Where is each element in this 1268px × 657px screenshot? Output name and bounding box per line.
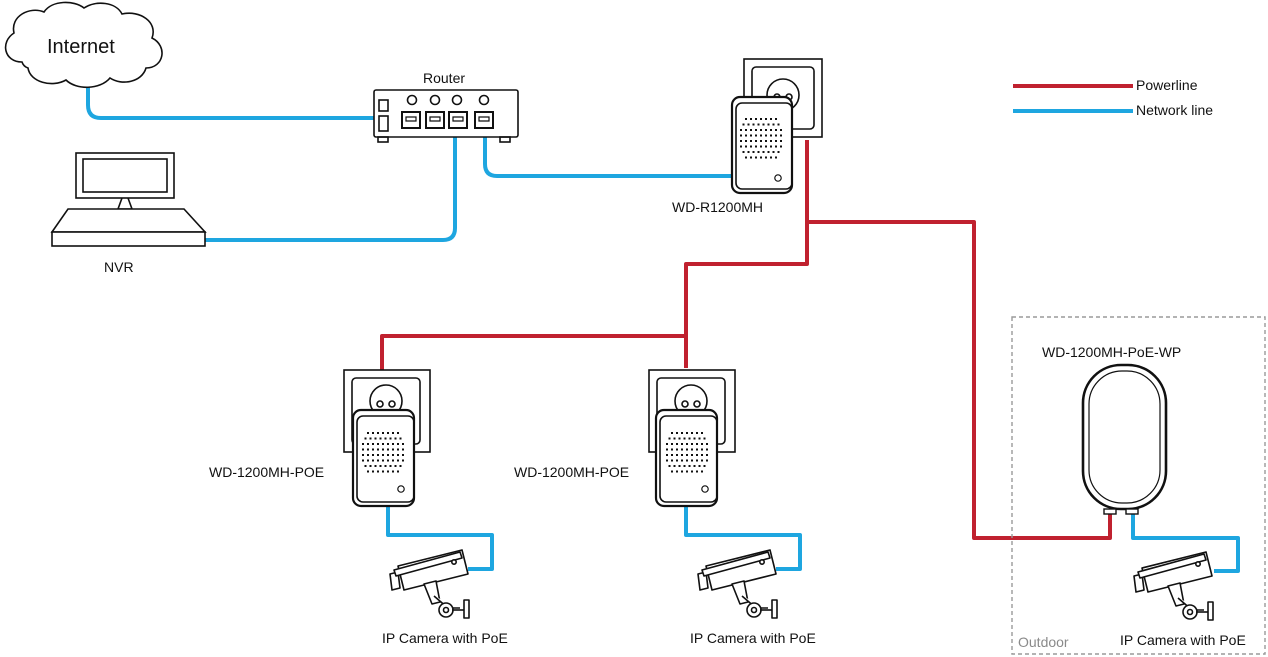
network-line-internet-router bbox=[86, 84, 374, 120]
router-icon bbox=[373, 89, 519, 143]
legend-network-label: Network line bbox=[1136, 102, 1214, 118]
network-line-router-main-adapter bbox=[483, 137, 731, 178]
network-line-router-nvr bbox=[205, 137, 457, 242]
right-ip-camera-icon bbox=[1133, 551, 1214, 621]
outdoor-zone-border bbox=[1011, 316, 1266, 655]
left-poe-adapter-icon bbox=[343, 369, 431, 508]
left-ip-camera-icon bbox=[389, 549, 470, 619]
middle-poe-adapter-vent-icon bbox=[666, 432, 708, 473]
right-camera-label: IP Camera with PoE bbox=[1120, 632, 1246, 648]
left-poe-adapter-label: WD-1200MH-POE bbox=[209, 464, 325, 480]
main-adapter-icon bbox=[730, 58, 823, 195]
left-camera-label: IP Camera with PoE bbox=[382, 630, 508, 646]
network-line-middle-camera bbox=[684, 503, 802, 571]
outdoor-adapter-label: WD-1200MH-PoE-WP bbox=[1042, 344, 1182, 360]
router-label: Router bbox=[423, 70, 466, 86]
outdoor-zone-label: Outdoor bbox=[1018, 634, 1069, 650]
main-adapter-label: WD-R1200MH bbox=[672, 199, 764, 215]
outdoor-adapter-icon bbox=[1081, 363, 1168, 515]
powerline-left-branch bbox=[380, 334, 686, 370]
network-line-left-camera bbox=[386, 503, 494, 571]
middle-camera-label: IP Camera with PoE bbox=[690, 630, 816, 646]
left-poe-adapter-vent-icon bbox=[362, 432, 404, 473]
middle-ip-camera-icon bbox=[697, 549, 778, 619]
middle-poe-adapter-icon bbox=[648, 369, 736, 508]
internet-cloud-icon bbox=[4, 1, 163, 89]
internet-label: Internet bbox=[47, 36, 115, 58]
middle-poe-adapter-label: WD-1200MH-POE bbox=[514, 464, 630, 480]
nvr-label: NVR bbox=[104, 259, 134, 275]
main-adapter-vent-icon bbox=[740, 118, 782, 159]
network-line-right-camera bbox=[1131, 512, 1240, 573]
powerline-outdoor-branch bbox=[807, 220, 1112, 540]
nvr-computer-icon bbox=[50, 152, 207, 247]
legend-powerline-label: Powerline bbox=[1136, 77, 1198, 93]
powerline-main-trunk bbox=[684, 140, 809, 368]
